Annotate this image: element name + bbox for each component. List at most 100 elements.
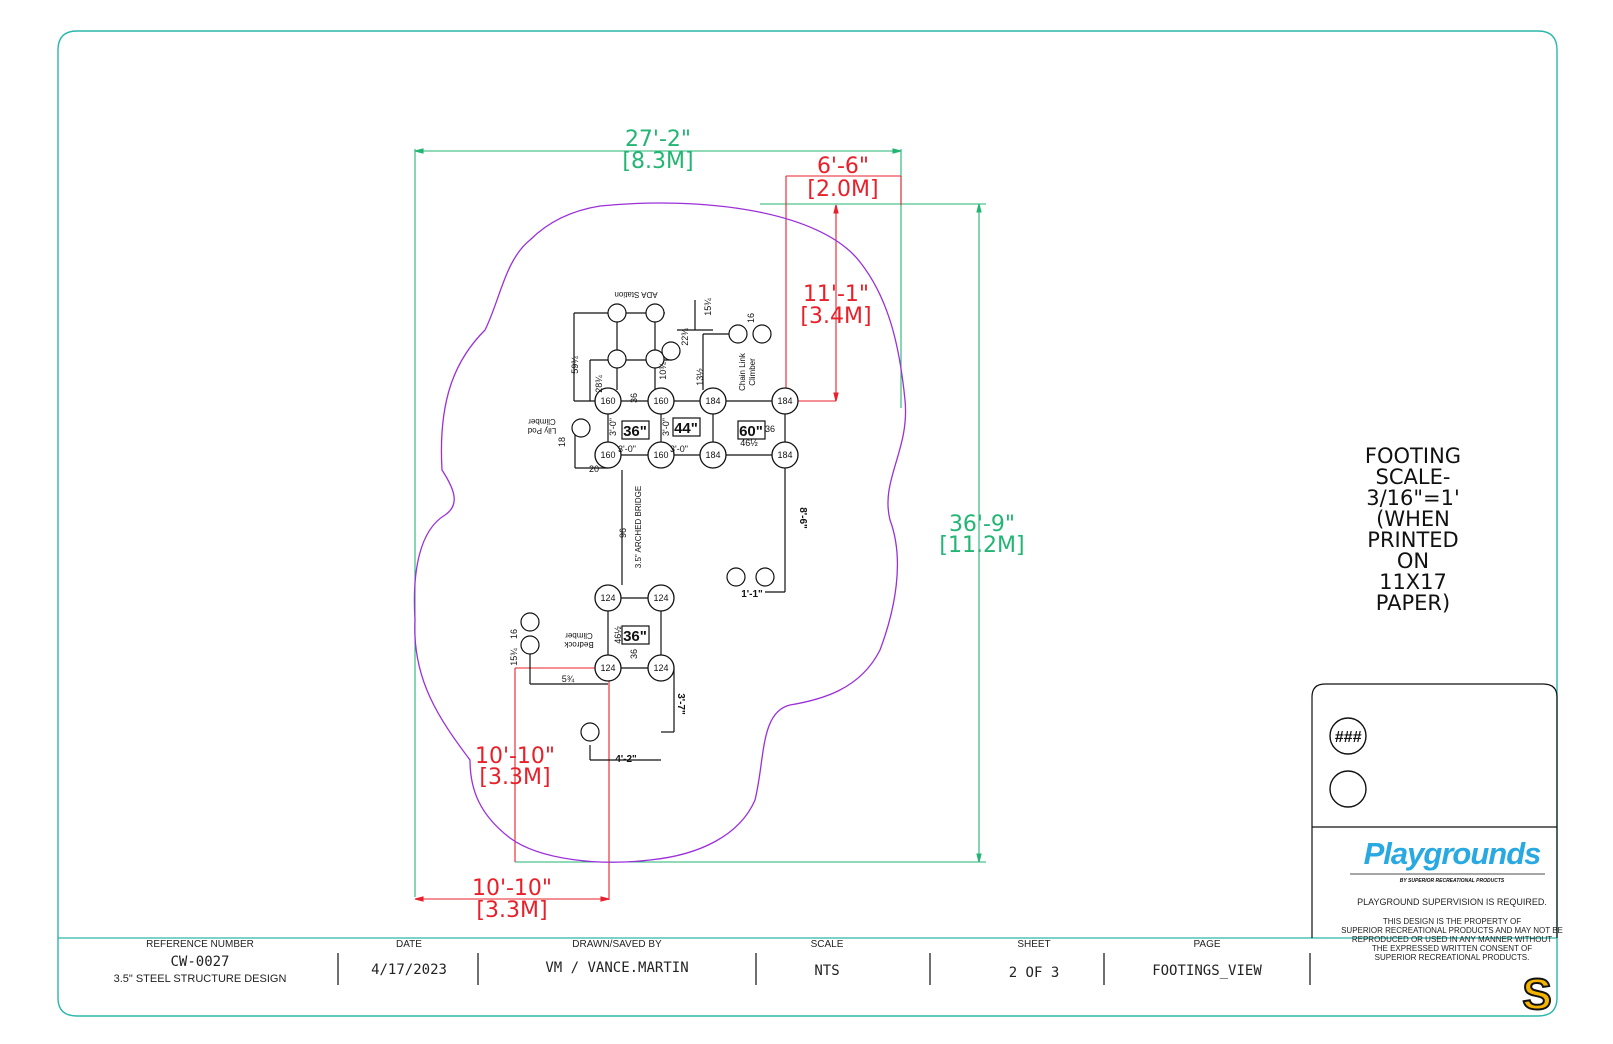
svg-text:184: 184 — [705, 450, 720, 460]
ada-station-label: ADA Station — [614, 290, 657, 299]
use-zone-outline — [413, 202, 907, 863]
climber-label: Climber — [565, 631, 593, 640]
dim-36: 36 — [629, 393, 639, 403]
deck-height: 36" — [623, 423, 647, 440]
footing-symbol — [1329, 770, 1367, 808]
property-line: THE EXPRESSED WRITTEN CONSENT OF — [1372, 944, 1532, 953]
dim-5: 5¾ — [562, 674, 575, 684]
scale-note-line: SCALE- — [1376, 465, 1451, 489]
left-rise-metric: [3.3M] — [479, 765, 550, 790]
footing: 160 — [647, 441, 675, 469]
dim-46: 46½ — [740, 438, 758, 448]
dim-36: 36 — [629, 649, 639, 659]
dim-15: 15¾ — [703, 298, 713, 316]
reference-subtitle: 3.5" STEEL STRUCTURE DESIGN — [114, 973, 287, 985]
dim-36: 36 — [765, 424, 775, 434]
lily-pod-label: Lily Pod — [528, 426, 556, 435]
dim-20: 20 — [589, 464, 599, 474]
superior-s-badge: S — [1522, 970, 1551, 1019]
run-8-6: 8'-6" — [797, 507, 808, 529]
svg-text:160: 160 — [600, 450, 615, 460]
dim-18: 18 — [557, 437, 567, 447]
supervision-notice: PLAYGROUND SUPERVISION IS REQUIRED. — [1357, 897, 1547, 907]
run-1-1: 1'-1" — [741, 589, 763, 600]
overall-height-metric: [11.2M] — [939, 533, 1024, 558]
footing-scale-note: FOOTING SCALE- 3/16"=1' (WHEN PRINTED ON… — [1365, 444, 1461, 615]
svg-text:160: 160 — [653, 450, 668, 460]
scale-note-line: FOOTING — [1365, 444, 1461, 468]
reference-number-value: CW-0027 — [170, 954, 229, 970]
drawn-by-value: VM / VANCE.MARTIN — [545, 960, 688, 976]
sheet-label: SHEET — [1017, 939, 1050, 950]
scale-note-line: PRINTED — [1367, 528, 1458, 552]
page-value: FOOTINGS_VIEW — [1152, 963, 1262, 979]
detail-dimensions: 3'-0" 3'-0" 3'-0" 3'-0" 96 36 36 36 20 1… — [509, 298, 775, 684]
scale-note-line: 3/16"=1' — [1366, 486, 1460, 510]
run-3-7: 3'-7" — [675, 693, 686, 715]
property-notice: THIS DESIGN IS THE PROPERTY OF SUPERIOR … — [1341, 917, 1563, 962]
numbered-footings: 160 160 184 184 160 160 184 184 — [594, 387, 799, 682]
dim-15: 15¾ — [509, 648, 519, 666]
overall-width-metric: [8.3M] — [622, 149, 693, 174]
footing: 160 — [594, 387, 622, 415]
date-label: DATE — [396, 939, 422, 950]
sheet-border — [57, 30, 1558, 1017]
bottom-offset-metric: [3.3M] — [476, 898, 547, 923]
overall-dimensions — [414, 148, 986, 897]
svg-text:160: 160 — [600, 396, 615, 406]
dim-28: 28¾ — [594, 375, 604, 393]
dim-16: 16 — [509, 629, 519, 639]
footing: 184 — [699, 441, 727, 469]
overall-width-dim: 27'-2" — [625, 127, 691, 152]
run-4-2: 4'-2" — [615, 754, 637, 765]
footing: 184 — [771, 387, 799, 415]
scale-note-line: (WHEN — [1376, 507, 1450, 531]
right-drop-metric: [3.4M] — [800, 304, 871, 329]
title-block: REFERENCE NUMBER CW-0027 3.5" STEEL STRU… — [58, 937, 1557, 985]
svg-text:124: 124 — [653, 663, 668, 673]
deck-height: 60" — [739, 423, 763, 440]
svg-text:124: 124 — [653, 593, 668, 603]
property-line: THIS DESIGN IS THE PROPERTY OF — [1383, 917, 1521, 926]
svg-text:124: 124 — [600, 663, 615, 673]
drawn-by-label: DRAWN/SAVED BY — [572, 939, 662, 950]
footing-count-marker: ### — [1335, 729, 1362, 746]
svg-text:184: 184 — [705, 396, 720, 406]
footing: 160 — [647, 387, 675, 415]
bridge-length: 96 — [618, 528, 628, 538]
dim-46: 46½ — [613, 626, 623, 644]
climber-label: Climber — [528, 417, 556, 426]
deck-height-boxes: 36" 44" 60" 36" — [621, 417, 766, 645]
property-line: SUPERIOR RECREATIONAL PRODUCTS AND MAY N… — [1341, 926, 1563, 935]
scale-note-line: PAPER) — [1376, 591, 1450, 615]
accessory-footings — [520, 303, 775, 742]
footing: 184 — [771, 441, 799, 469]
scale-value: NTS — [814, 963, 839, 979]
footing: 184 — [699, 387, 727, 415]
dim-13: 13½ — [695, 368, 705, 386]
bottom-offset-dim: 10'-10" — [472, 876, 552, 901]
footing: 124 — [594, 654, 622, 682]
spacing-dim: 3'-0" — [661, 418, 671, 436]
dim-10: 10¾ — [658, 362, 668, 380]
spacing-dim: 3'-0" — [618, 444, 636, 454]
footing: 124 — [594, 584, 622, 612]
chain-link-label: Chain Link — [738, 352, 747, 391]
playgrounds-logo: Playgrounds — [1364, 836, 1542, 871]
footing: 160 — [594, 441, 622, 469]
dim-16: 16 — [746, 313, 756, 323]
climber-label: Climber — [748, 358, 757, 386]
scale-note-line: 11X17 — [1379, 570, 1447, 594]
logo-tagline: BY SUPERIOR RECREATIONAL PRODUCTS — [1400, 878, 1505, 884]
left-rise-dim: 10'-10" — [475, 744, 555, 769]
sheet-value: 2 OF 3 — [1009, 965, 1060, 981]
spacing-dim: 3'-0" — [670, 444, 688, 454]
property-line: REPRODUCED OR USED IN ANY MANNER WITHOUT — [1352, 935, 1552, 944]
scale-note-line: ON — [1397, 549, 1429, 573]
deck-height: 36" — [623, 628, 647, 645]
bedrock-label: Bedrock — [563, 640, 593, 649]
deck-height: 44" — [674, 420, 698, 437]
top-offset-dim: 6'-6" — [817, 154, 869, 179]
footing: 124 — [647, 654, 675, 682]
